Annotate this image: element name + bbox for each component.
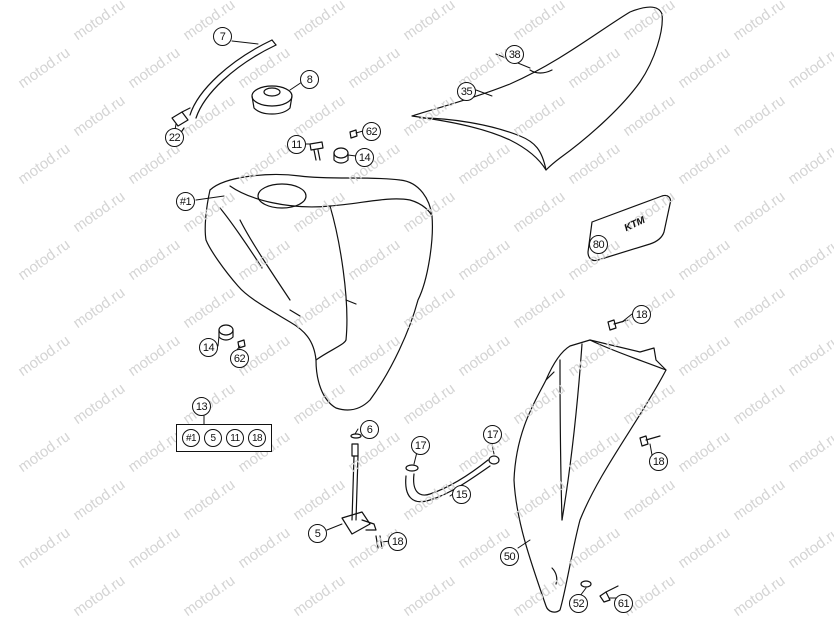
bolt-18b-part (639, 435, 661, 447)
fuel-hose-part (189, 39, 277, 119)
callout-80: 80 (589, 235, 608, 254)
fuel-cap-part (251, 85, 293, 115)
bolt-18a-part (607, 319, 629, 331)
rubber-washer-part (218, 324, 234, 341)
fuel-tank-part (204, 173, 433, 411)
callout-62: 62 (362, 122, 381, 141)
callout-13: 13 (192, 397, 211, 416)
callout-8: 8 (300, 70, 319, 89)
callout-61: 61 (614, 594, 633, 613)
kit-item-18: 18 (248, 429, 266, 447)
bolt-62b-part (237, 339, 246, 349)
callout-18c: 18 (388, 532, 407, 551)
bolt-61-part (599, 585, 619, 603)
callout-18b: 18 (649, 452, 668, 471)
callout-52: 52 (569, 594, 588, 613)
callout-5: 5 (308, 524, 327, 543)
seat-part (411, 6, 663, 171)
small-bolt-part (375, 535, 383, 549)
tank-spoiler-part (513, 339, 667, 613)
washer-52-part (580, 580, 592, 588)
callout-17b: 17 (483, 425, 502, 444)
kit-item-5: 5 (204, 429, 222, 447)
callout-18: 18 (632, 305, 651, 324)
kit-item-tank: #1 (182, 429, 200, 447)
fuel-line-part (405, 455, 500, 503)
bolt-62-part (349, 129, 358, 139)
kit-contents-box: #1 5 11 18 (176, 424, 272, 452)
bolt-part (309, 141, 324, 161)
leader-lines (174, 40, 653, 599)
callout-14b: 14 (199, 338, 218, 357)
callout-14: 14 (355, 148, 374, 167)
rubber-bushing-part (333, 147, 349, 164)
callout-50: 50 (500, 547, 519, 566)
callout-15: 15 (452, 485, 471, 504)
kit-item-11: 11 (226, 429, 244, 447)
callout-38: 38 (505, 45, 524, 64)
decal-plate-part (587, 194, 672, 262)
callout-6: 6 (360, 420, 379, 439)
callout-35: 35 (457, 82, 476, 101)
callout-11: 11 (287, 135, 306, 154)
callout-22: 22 (165, 128, 184, 147)
callout-tank: #1 (176, 192, 195, 211)
callout-17a: 17 (411, 436, 430, 455)
callout-7: 7 (213, 27, 232, 46)
fuel-petcock-part (341, 433, 377, 535)
callout-62b: 62 (230, 349, 249, 368)
